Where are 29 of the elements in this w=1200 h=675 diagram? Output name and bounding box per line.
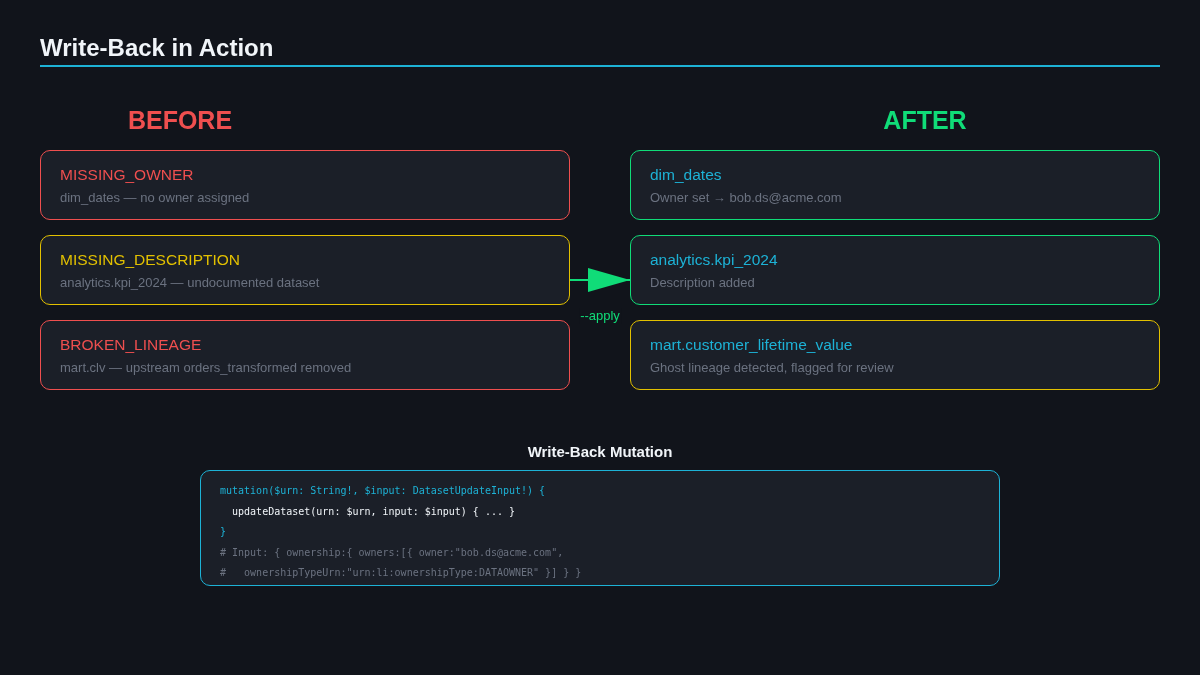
panel-heading: Write-Back Mutation [527,442,673,462]
card-detail: Owner set → bob.ds@acme.com [650,189,842,206]
issue-card [40,150,570,220]
card-title: MISSING_OWNER [60,165,194,185]
issue-card [40,320,570,390]
code-line: # ownershipTypeUrn:"urn:li:ownershipType:DATAOWNER" }] } } [220,566,582,580]
result-card [630,150,1160,220]
card-detail: analytics.kpi_2024 — undocumented dataset [60,274,320,291]
card-detail: Ghost lineage detected, flagged for review [650,359,894,376]
card-detail: mart.clv — upstream orders_transformed removed [60,359,352,376]
code-line: # Input: { ownership:{ owners:[{ owner:"bob.ds@acme.com", [220,545,564,560]
card-title: BROKEN_LINEAGE [60,335,202,355]
page-title: Write-Back in Action [40,33,274,63]
column-heading: AFTER [883,105,967,135]
result-card [630,235,1160,305]
code-line: updateDataset(urn: $urn, input: $input) { ... } [232,504,515,519]
card-detail: dim_dates — no owner assigned [60,189,250,206]
issue-card [40,235,570,305]
arrow [569,268,631,292]
code-line: } [220,525,227,539]
result-card [630,320,1160,390]
code-line: mutation($urn: String!, $input: DatasetUpdateInput!) { [220,484,546,498]
card-title: mart.customer_lifetime_value [650,335,853,355]
column-heading: BEFORE [127,105,233,135]
card-title: MISSING_DESCRIPTION [60,250,240,270]
edge-label: --apply [579,308,621,324]
card-detail: Description added [650,274,755,291]
card-title: dim_dates [650,165,722,185]
card-title: analytics.kpi_2024 [650,250,778,270]
